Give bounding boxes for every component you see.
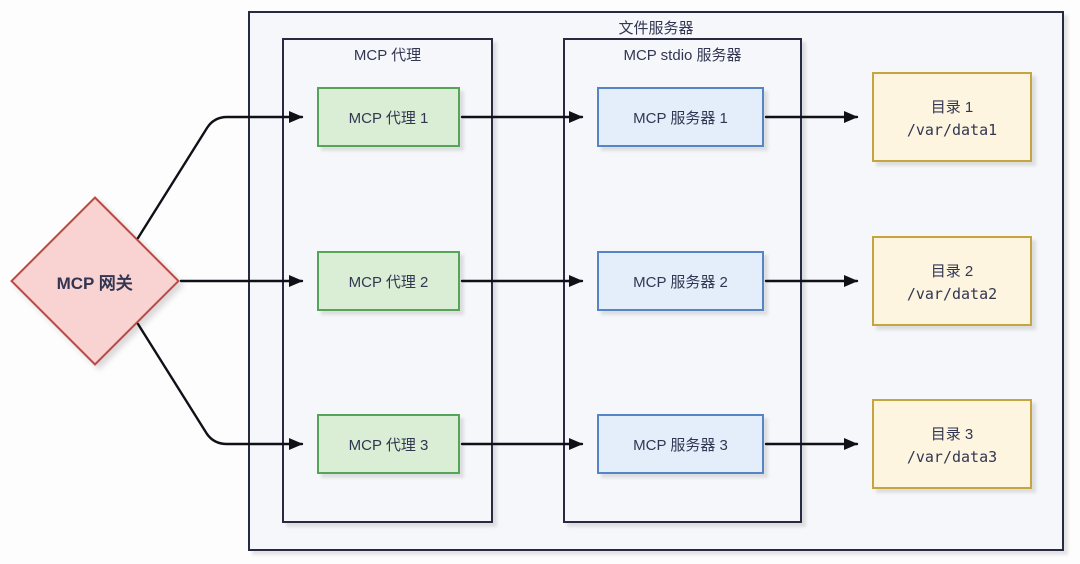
node-mcp-server-1-label: MCP 服务器 1 <box>633 109 728 127</box>
node-directory-1-label: 目录 1 <box>930 98 974 116</box>
group-file-server-label: 文件服务器 <box>618 20 694 37</box>
diamond-shape: MCP 网关 <box>10 196 180 366</box>
node-directory-2-label: 目录 2 <box>930 262 974 280</box>
group-mcp-stdio-server-label: MCP stdio 服务器 <box>623 47 742 64</box>
node-mcp-proxy-3: MCP 代理 3 <box>317 414 460 474</box>
node-directory-2-path: /var/data2 <box>906 284 998 303</box>
node-mcp-server-1: MCP 服务器 1 <box>597 87 764 147</box>
node-mcp-gateway: MCP 网关 <box>10 196 180 366</box>
group-mcp-proxy-label: MCP 代理 <box>353 47 422 64</box>
node-mcp-server-3-label: MCP 服务器 3 <box>633 436 728 454</box>
node-mcp-proxy-2-label: MCP 代理 2 <box>348 273 429 291</box>
node-directory-2: 目录 2 /var/data2 <box>872 236 1032 326</box>
node-mcp-server-3: MCP 服务器 3 <box>597 414 764 474</box>
node-directory-3: 目录 3 /var/data3 <box>872 399 1032 489</box>
node-mcp-proxy-2: MCP 代理 2 <box>317 251 460 311</box>
node-mcp-proxy-1-label: MCP 代理 1 <box>348 109 429 127</box>
node-mcp-proxy-3-label: MCP 代理 3 <box>348 436 429 454</box>
node-directory-1: 目录 1 /var/data1 <box>872 72 1032 162</box>
node-mcp-gateway-label: MCP 网关 <box>56 273 134 293</box>
node-mcp-server-2: MCP 服务器 2 <box>597 251 764 311</box>
node-directory-3-label: 目录 3 <box>930 425 974 443</box>
node-mcp-server-2-label: MCP 服务器 2 <box>633 273 728 291</box>
node-directory-3-path: /var/data3 <box>906 447 998 466</box>
node-mcp-proxy-1: MCP 代理 1 <box>317 87 460 147</box>
node-directory-1-path: /var/data1 <box>906 120 998 139</box>
